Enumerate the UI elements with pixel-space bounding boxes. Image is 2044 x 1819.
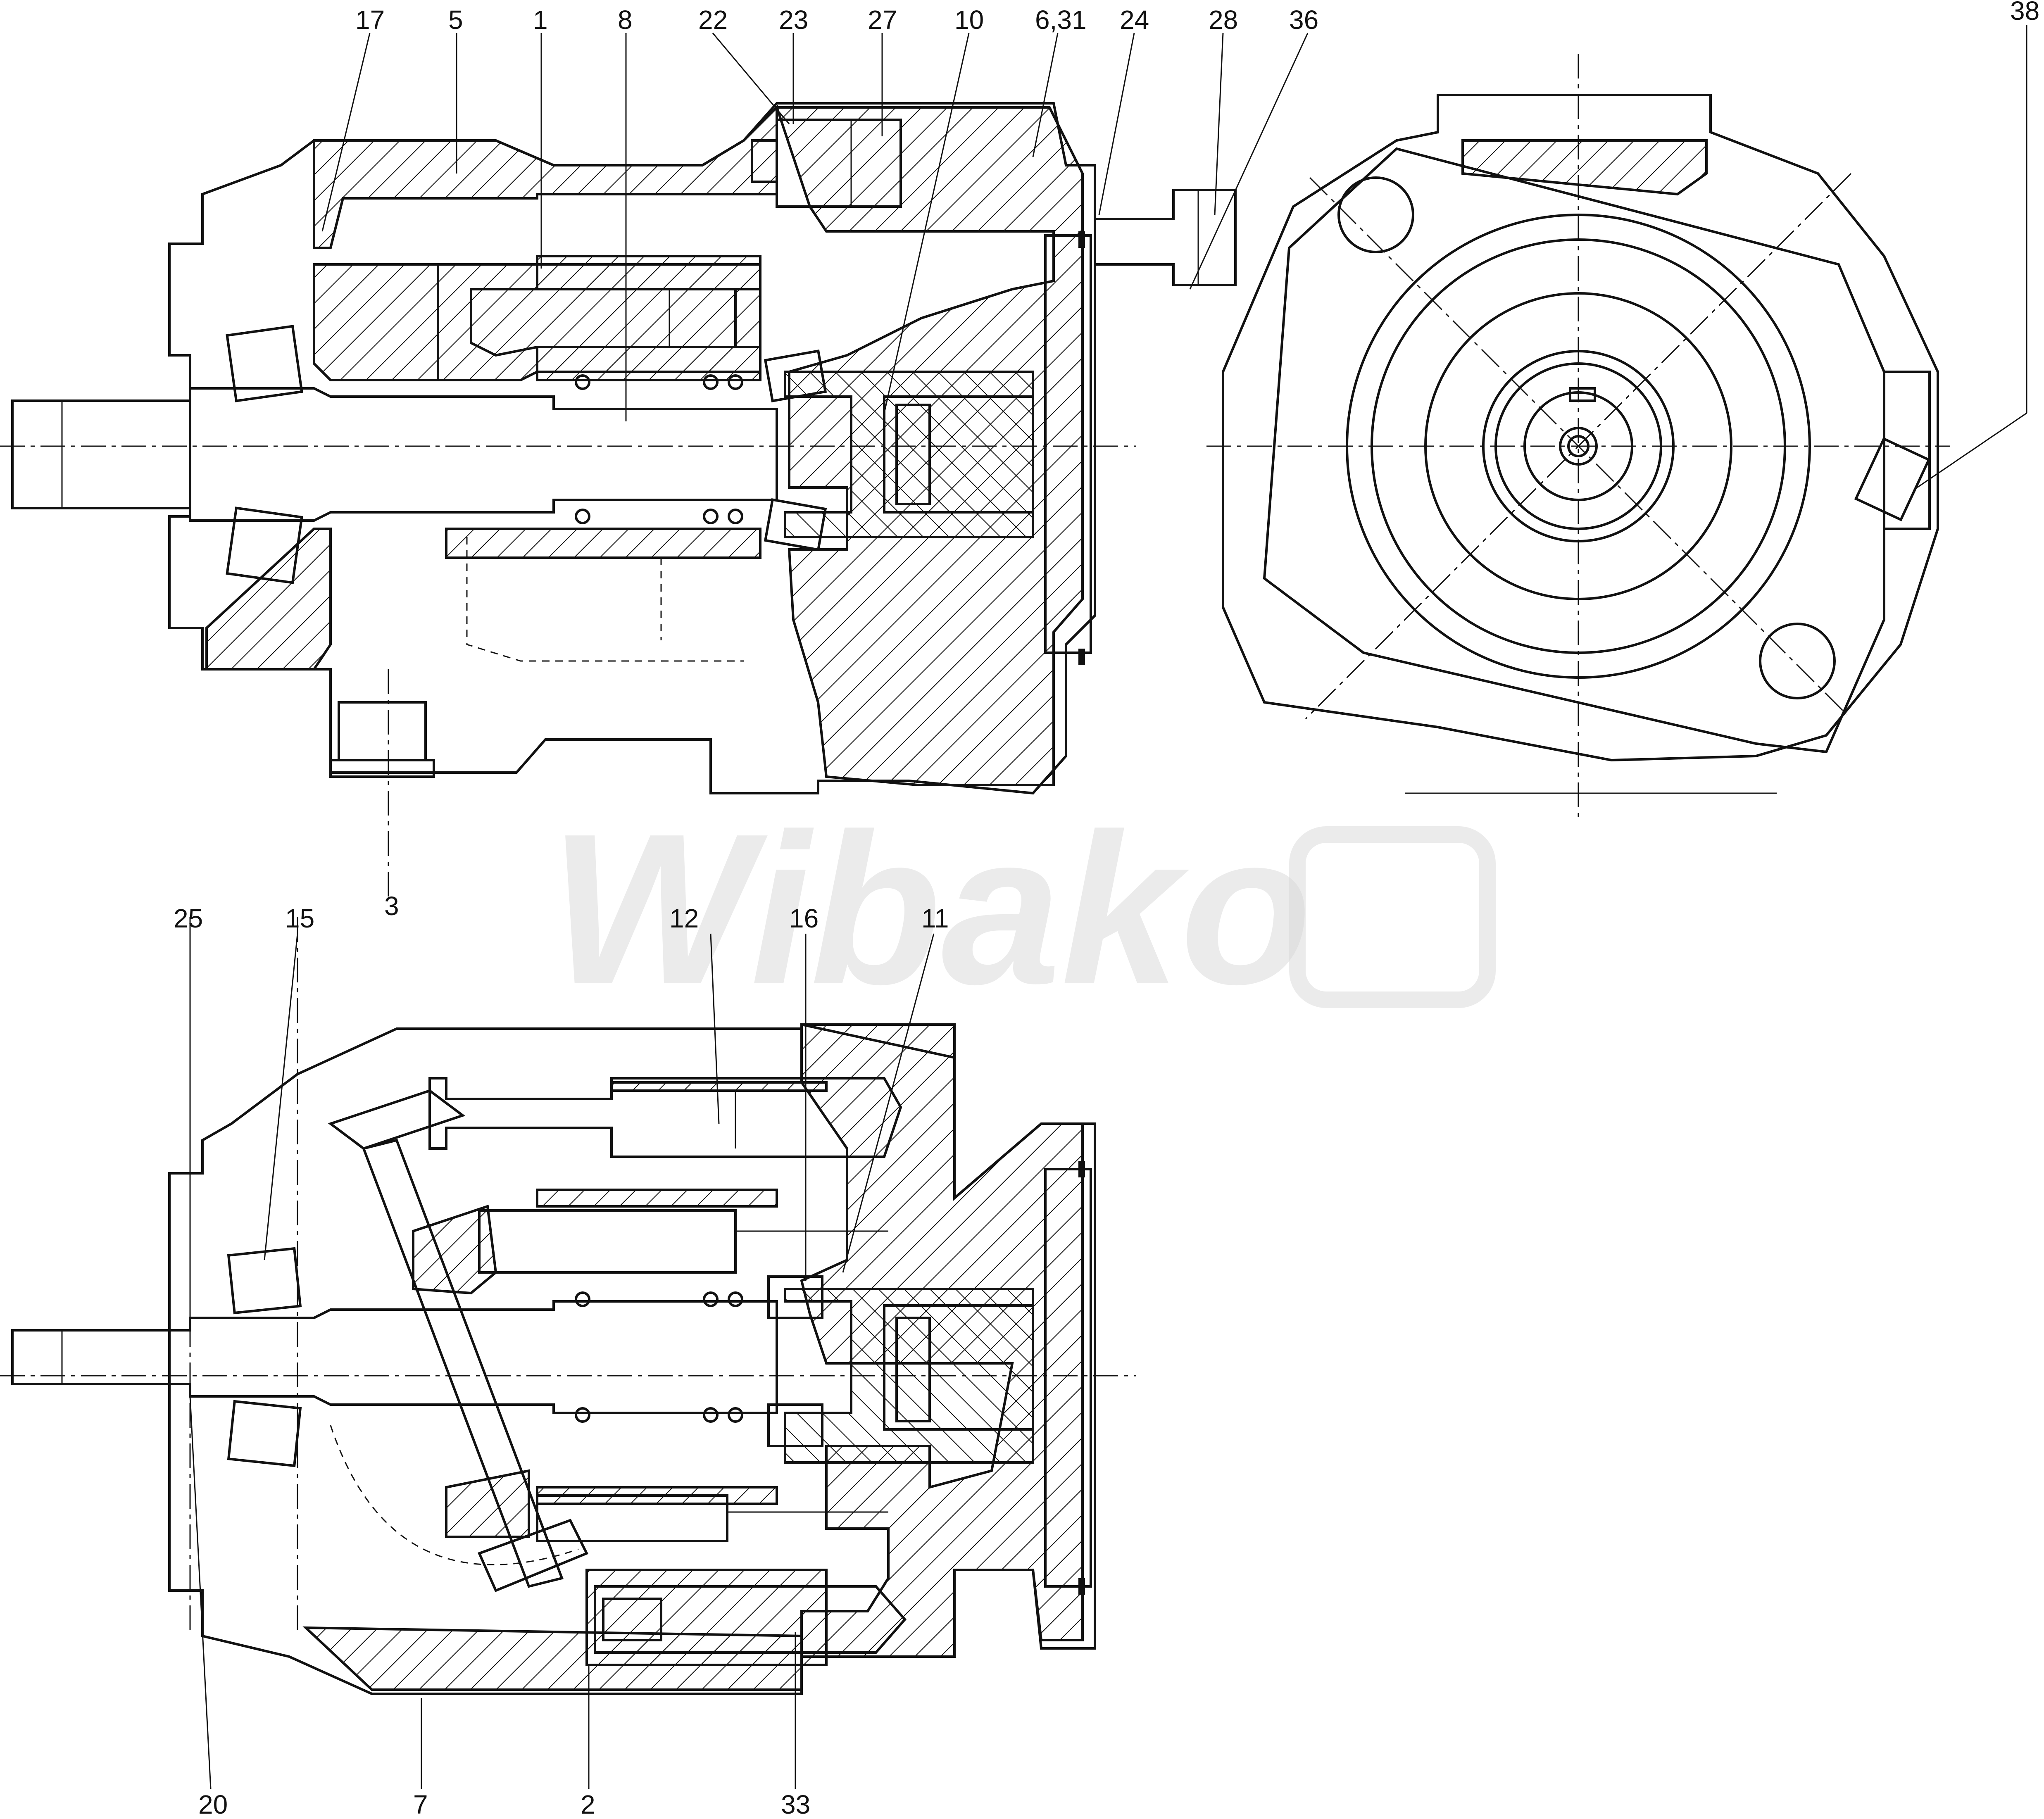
label-23: 23 [779, 5, 808, 35]
label-25: 25 [174, 904, 203, 933]
label-12: 12 [669, 904, 699, 933]
label-2: 2 [581, 1790, 595, 1819]
label-11: 11 [921, 904, 949, 933]
end-view [1206, 54, 1950, 818]
label-8: 8 [618, 5, 633, 35]
label-1: 1 [533, 5, 548, 35]
label-5: 5 [448, 5, 463, 35]
top-view-labels: 17 5 1 8 22 23 27 10 6,31 24 28 36 38 [321, 0, 2039, 488]
bottom-section-view [0, 917, 1136, 1695]
bottom-view-labels: 25 15 3 12 16 11 20 7 2 33 [174, 891, 949, 1819]
label-38: 38 [2010, 0, 2039, 26]
top-section-view [0, 102, 1237, 896]
label-15: 15 [285, 904, 314, 933]
label-33: 33 [781, 1790, 810, 1819]
watermark: Wibako [550, 789, 1311, 1029]
label-6-31: 6,31 [1035, 5, 1087, 35]
label-17: 17 [355, 5, 385, 35]
label-36: 36 [1289, 5, 1318, 35]
label-20: 20 [198, 1790, 228, 1819]
label-10: 10 [954, 5, 984, 35]
watermark-badge-icon [1289, 826, 1496, 1008]
label-3: 3 [384, 891, 399, 921]
label-7: 7 [413, 1790, 428, 1819]
label-28: 28 [1209, 5, 1238, 35]
label-27: 27 [868, 5, 897, 35]
label-22: 22 [698, 5, 728, 35]
label-16: 16 [789, 904, 819, 933]
label-24: 24 [1120, 5, 1149, 35]
